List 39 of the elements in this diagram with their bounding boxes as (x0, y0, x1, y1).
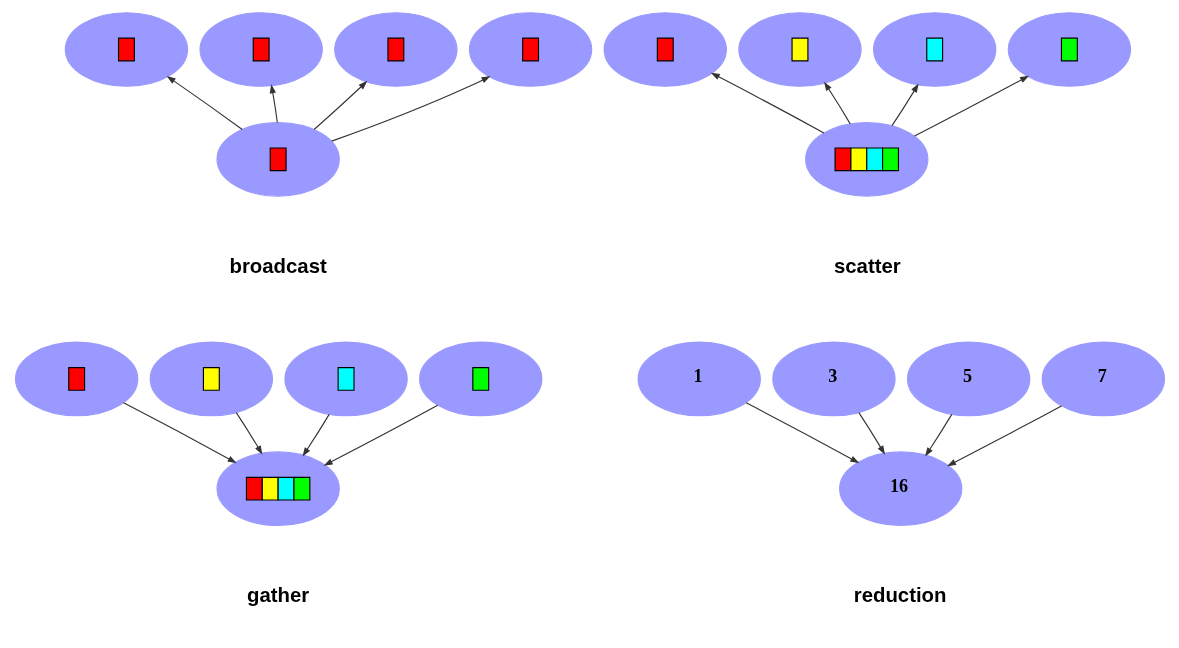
node-ellipse (804, 121, 928, 197)
arrow (745, 402, 859, 464)
node-ellipse (737, 12, 862, 87)
arrow (313, 80, 367, 131)
node-ellipse: 7 (1041, 341, 1165, 417)
arrow (301, 413, 330, 457)
node-label: scatter (833, 254, 901, 277)
arrow (235, 412, 262, 455)
node-ellipse (333, 12, 458, 87)
node-ellipse (872, 12, 996, 87)
arrow (924, 413, 952, 457)
arrow (330, 76, 491, 142)
arrow (913, 75, 1029, 137)
node-ellipse (468, 12, 592, 87)
node-ellipse (215, 451, 340, 527)
arrow (166, 75, 243, 131)
node-ellipse (215, 121, 340, 197)
arrow (269, 84, 278, 124)
arrow (323, 404, 438, 466)
node-ellipse (603, 12, 727, 87)
node-ellipse (149, 341, 273, 417)
node-label: reduction (853, 584, 947, 607)
node-ellipse (283, 341, 408, 417)
node-ellipse (1007, 12, 1131, 87)
arrow (823, 81, 851, 125)
node-ellipse: 16 (838, 451, 962, 527)
node-ellipse (14, 341, 138, 417)
node-ellipse (198, 12, 323, 87)
arrow (710, 72, 824, 134)
node-ellipse (418, 341, 542, 417)
node-label: gather (246, 584, 309, 607)
arrow (857, 412, 885, 455)
node-label: broadcast (228, 254, 327, 277)
arrow (890, 83, 919, 127)
node-ellipse: 5 (906, 341, 1030, 417)
arrow (946, 405, 1062, 467)
node-ellipse: 3 (771, 341, 896, 417)
arrow (122, 402, 237, 464)
node-ellipse: 1 (637, 341, 761, 417)
